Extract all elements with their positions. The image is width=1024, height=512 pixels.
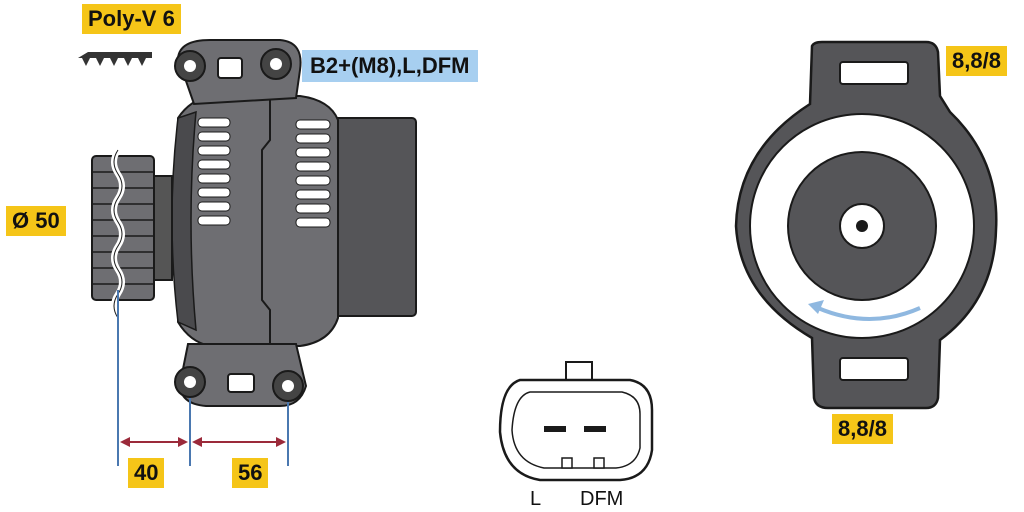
belt-profile-icon	[78, 52, 152, 66]
dimension-40-label: 40	[128, 458, 165, 488]
plug-pin-dfm-label: DFM	[580, 488, 624, 510]
housing-seam	[261, 96, 271, 346]
end-view-top-slot	[839, 61, 909, 85]
mount-top-label: 8,8/8	[946, 46, 1007, 76]
plug-pin-l-label: L	[530, 488, 542, 510]
belt-type-label: Poly-V 6	[82, 4, 181, 34]
rotation-arrow	[817, 306, 921, 321]
pulley-diameter-label: Ø 50	[6, 206, 66, 236]
connector-plug	[498, 361, 654, 482]
alternator-side-view	[91, 39, 417, 407]
rear-cover	[329, 117, 417, 317]
cooling-vents-right	[295, 119, 331, 228]
cooling-vents-left	[197, 117, 231, 226]
terminals-label: B2+(M8),L,DFM	[302, 50, 478, 82]
dimension-56-label: 56	[232, 458, 269, 488]
end-view-bottom-slot	[839, 357, 909, 381]
alternator-end-view	[734, 40, 998, 410]
mount-bottom-label: 8,8/8	[832, 414, 893, 444]
bottom-mount-slot	[227, 373, 255, 393]
dimension-lines	[117, 290, 289, 466]
top-mount-slot	[217, 57, 243, 79]
pulley	[91, 148, 173, 320]
